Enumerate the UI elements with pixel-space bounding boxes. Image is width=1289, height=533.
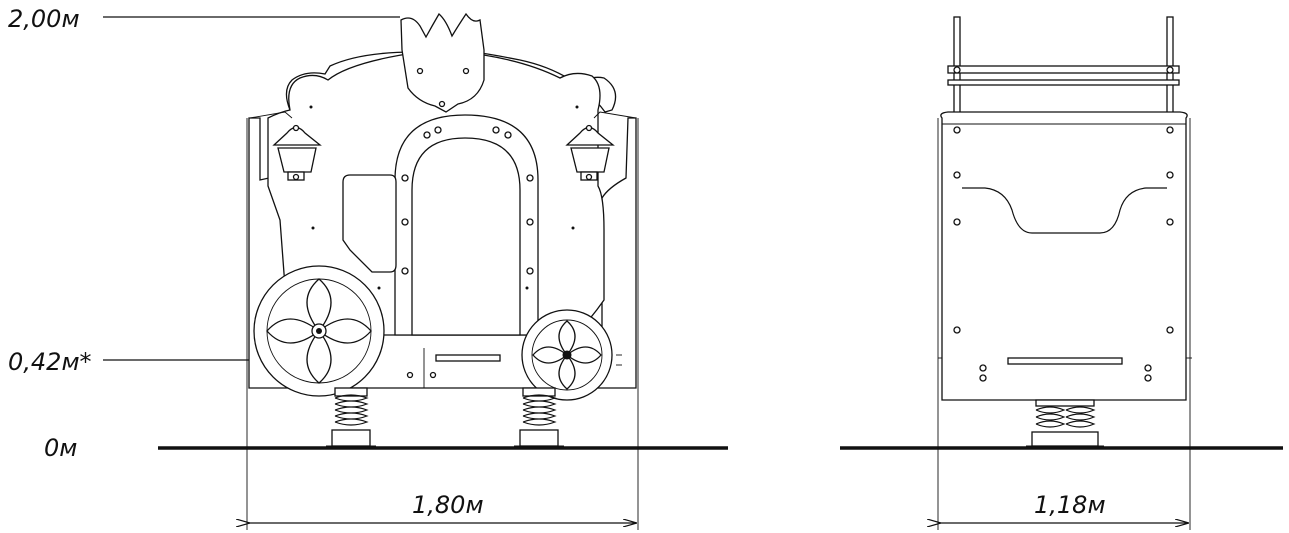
- height-top-marker: 2,00м: [8, 5, 400, 33]
- height-ground-label: 0м: [44, 434, 77, 462]
- spring-right: [514, 387, 564, 447]
- dimension-side-width: 1,18м: [938, 118, 1191, 530]
- carriage-side-view: [938, 16, 1192, 447]
- dimension-front-width: 1,80м: [247, 118, 639, 530]
- wheel-small: [521, 309, 613, 401]
- width-side-label: 1,18м: [1034, 491, 1106, 519]
- lantern-left: [249, 111, 322, 181]
- width-front-label: 1,80м: [412, 491, 484, 519]
- spring-side: [1026, 399, 1104, 447]
- height-ground-marker: 0м: [44, 434, 77, 462]
- height-seat-label: 0,42м*: [8, 348, 92, 376]
- lantern-right: [565, 111, 637, 181]
- carriage-front-view: [248, 12, 637, 447]
- height-top-label: 2,00м: [8, 5, 80, 33]
- spring-left: [326, 387, 376, 447]
- wheel-large: [253, 265, 385, 397]
